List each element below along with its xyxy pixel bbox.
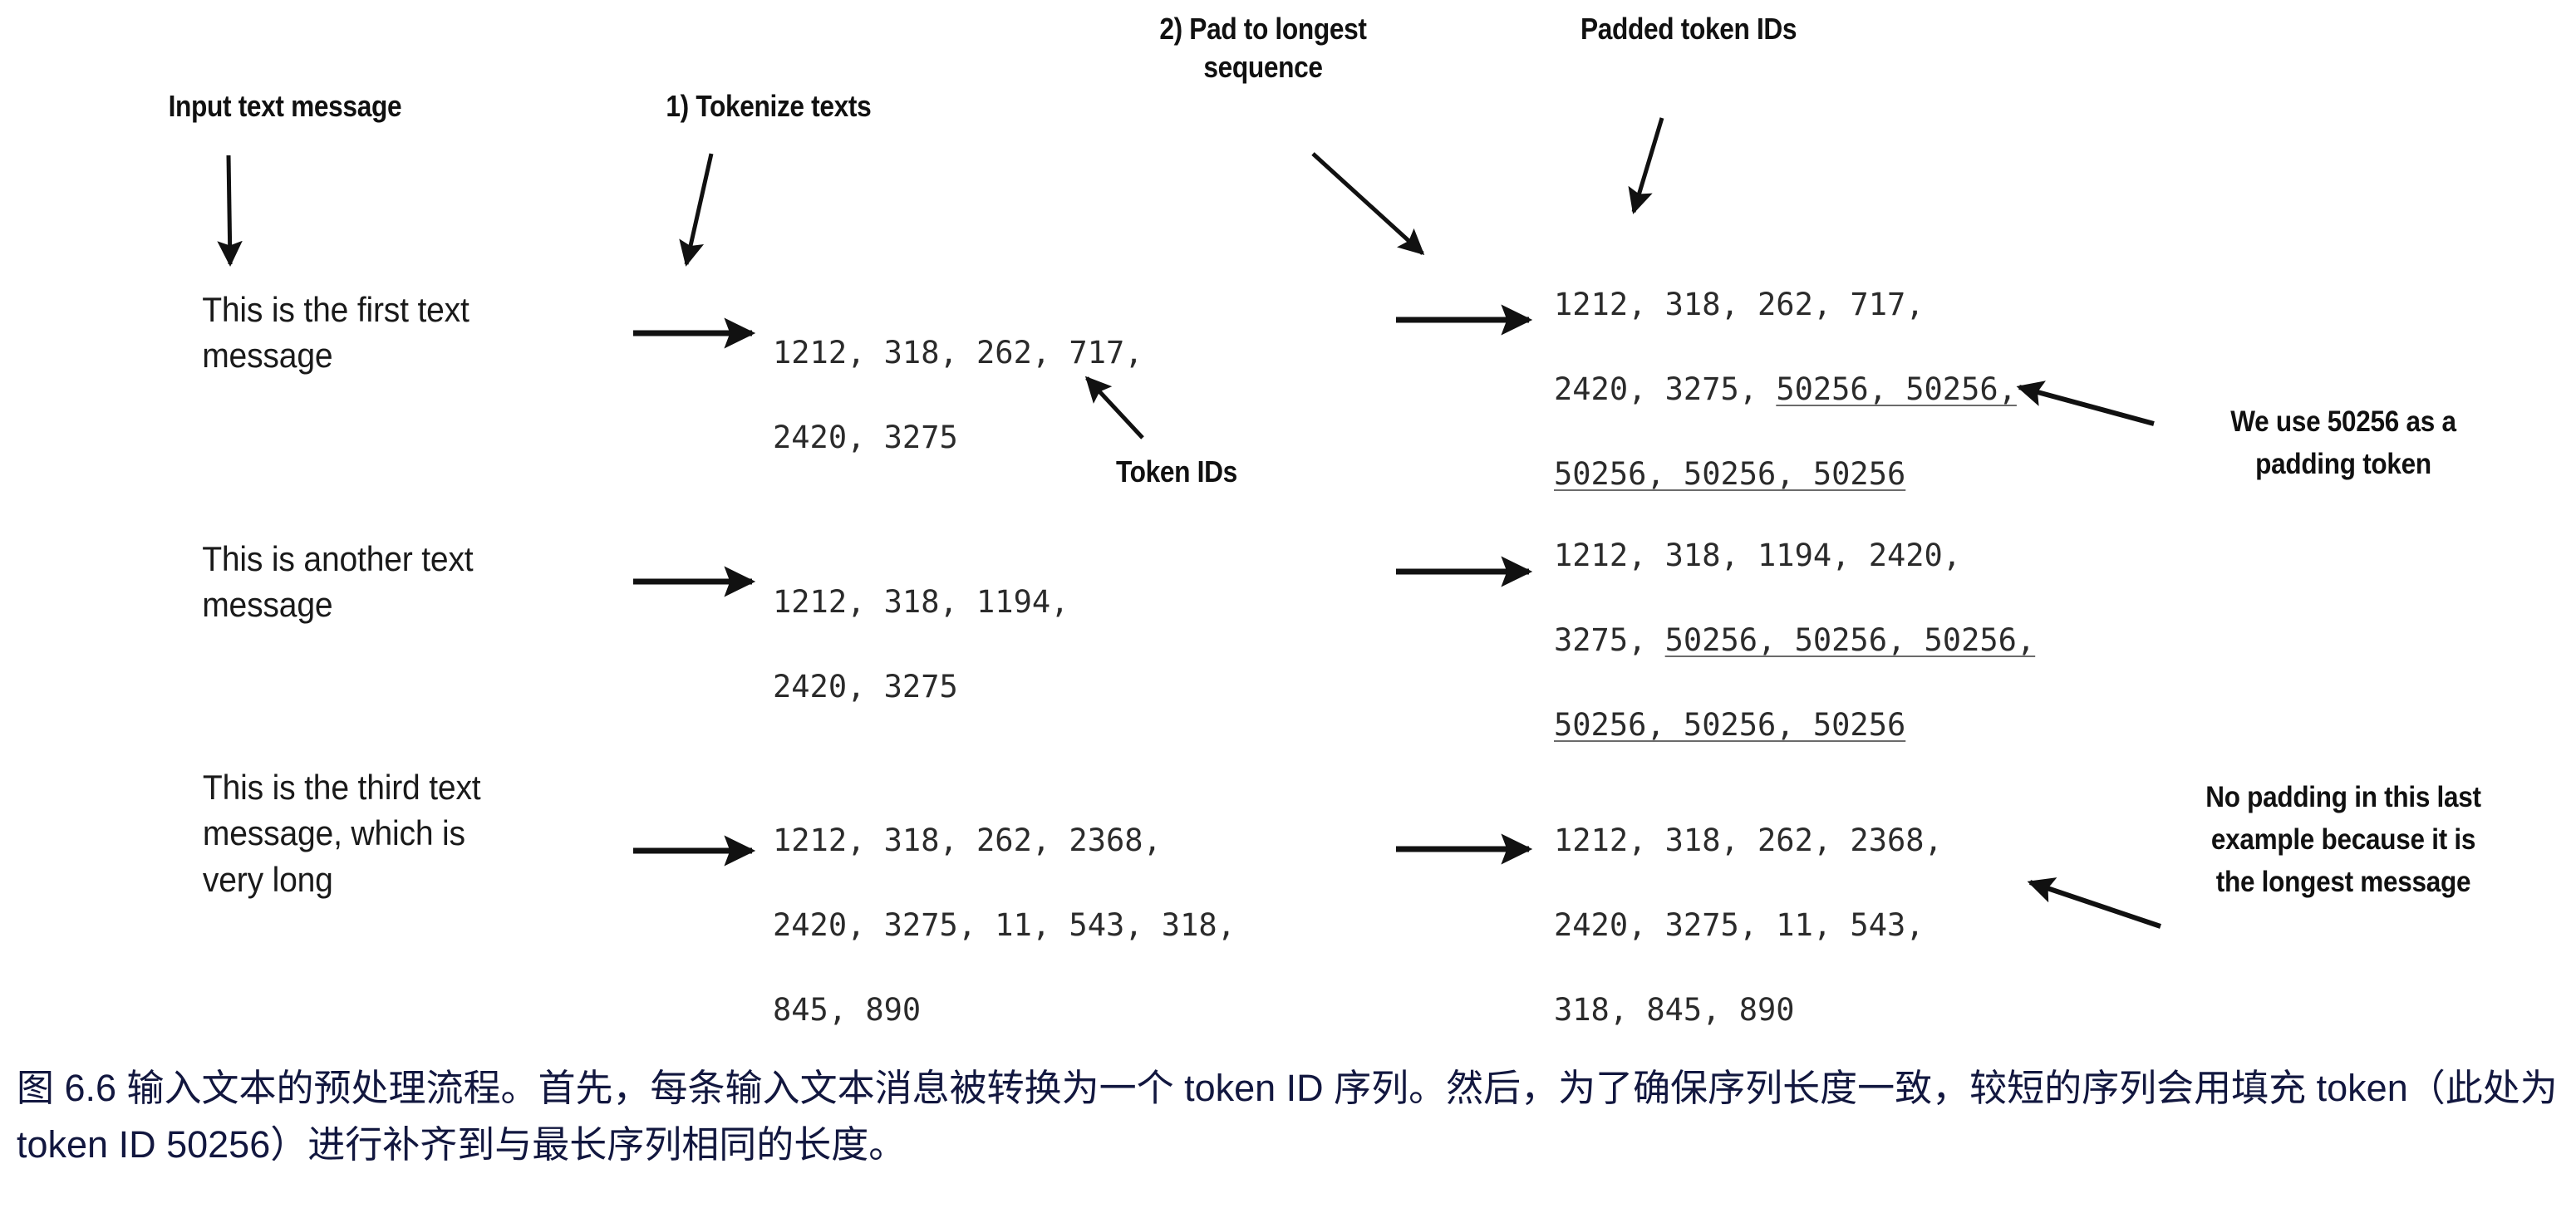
- token-ids-line: 2420, 3275: [773, 669, 958, 705]
- padded-plain-segment: 2420, 3275,: [1554, 371, 1777, 408]
- padded-token-ids-block: 1212, 318, 1194, 2420, 3275, 50256, 5025…: [1554, 492, 2202, 788]
- padded-token-ids-line: 1212, 318, 1194, 2420,: [1554, 538, 1962, 574]
- padded-plain-segment: 3275,: [1554, 622, 1665, 659]
- padding-token-segment: 50256, 50256, 50256,: [1664, 622, 2036, 659]
- header-token-ids: Token IDs: [1116, 454, 1237, 489]
- padded-token-ids-line: 1212, 318, 262, 2368,: [1554, 823, 1943, 859]
- note-no-padding: No padding in this last example because …: [2205, 781, 2481, 898]
- arrow-input-down: [217, 155, 243, 267]
- padded-token-ids-line: 50256, 50256, 50256: [1554, 453, 2185, 495]
- padded-token-ids-line: 318, 845, 890: [1554, 992, 1795, 1029]
- token-ids-block: 1212, 318, 262, 2368, 2420, 3275, 11, 54…: [773, 777, 1404, 1073]
- header-input-text-message: Input text message: [168, 89, 402, 123]
- padded-token-ids-line: 50256, 50256, 50256: [1554, 704, 2202, 746]
- figure-caption: 图 6.6 输入文本的预处理流程。首先，每条输入文本消息被转换为一个 token…: [17, 1067, 2558, 1166]
- header-pad-to-longest-sequence: 2) Pad to longest sequence: [1159, 12, 1367, 85]
- token-ids-block: 1212, 318, 1194, 2420, 3275: [773, 538, 1371, 750]
- token-ids-line: 1212, 318, 1194,: [773, 584, 1069, 621]
- token-ids-line: 2420, 3275: [773, 420, 958, 456]
- padded-token-ids-block: 1212, 318, 262, 717, 2420, 3275, 50256, …: [1554, 241, 2185, 538]
- header-tokenize-texts: 1) Tokenize texts: [666, 89, 872, 123]
- token-ids-line: 1212, 318, 262, 2368,: [773, 823, 1162, 859]
- padded-token-ids-line: 3275, 50256, 50256, 50256,: [1554, 619, 2202, 661]
- header-padded-token-ids: Padded token IDs: [1581, 12, 1797, 46]
- padded-token-ids-line: 1212, 318, 262, 717,: [1554, 287, 1925, 323]
- padded-token-ids-line: 2420, 3275, 11, 543,: [1554, 907, 1925, 944]
- input-message-text: This is another text message: [202, 539, 474, 625]
- input-message-text: This is the third text message, which is…: [202, 768, 481, 899]
- token-ids-line: 845, 890: [773, 992, 922, 1029]
- padded-token-ids-block: 1212, 318, 262, 2368, 2420, 3275, 11, 54…: [1554, 777, 2185, 1073]
- note-padding-token: We use 50256 as a padding token: [2230, 405, 2456, 480]
- token-ids-line: 2420, 3275, 11, 543, 318,: [773, 907, 1236, 944]
- token-ids-block: 1212, 318, 262, 717, 2420, 3275: [773, 289, 1371, 501]
- arrow-pad-down: [1311, 152, 1425, 256]
- arrow-tokenize-down: [679, 153, 714, 267]
- padding-token-segment: 50256, 50256, 50256: [1554, 456, 1906, 493]
- token-ids-line: 1212, 318, 262, 717,: [773, 335, 1143, 371]
- padding-token-segment: 50256, 50256, 50256: [1554, 707, 1906, 744]
- padding-token-segment: 50256, 50256,: [1776, 371, 2017, 408]
- arrow-padded-down: [1628, 117, 1664, 214]
- padded-token-ids-line: 2420, 3275, 50256, 50256,: [1554, 368, 2185, 410]
- input-message-text: This is the first text message: [202, 290, 469, 376]
